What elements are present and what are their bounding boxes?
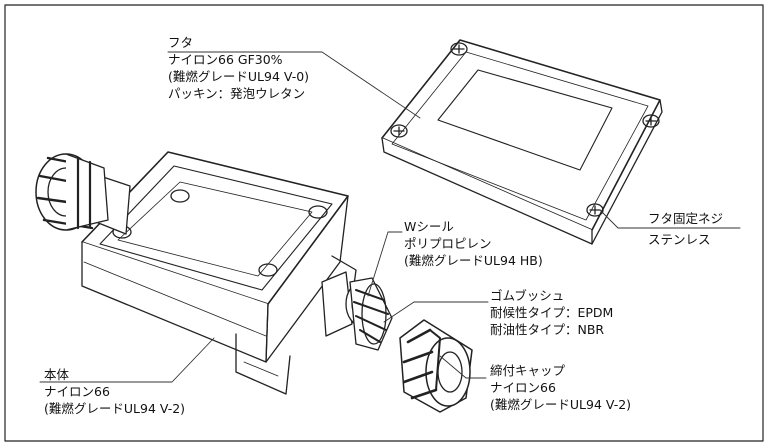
cap-line-1: ナイロン66 <box>490 380 556 395</box>
w-seal-line-2: (難燃グレードUL94 HB) <box>404 253 543 268</box>
rubber-bushing-line-1: 耐候性タイプ：EPDM <box>490 305 614 320</box>
rubber-bushing-title: ゴムブッシュ <box>490 288 565 303</box>
body <box>81 151 357 395</box>
cap-label: 締付キャップ ナイロン66 (難燃グレードUL94 V-2) <box>490 362 631 413</box>
left-cable-gland <box>35 153 131 235</box>
lid-screw-line-1: ステンレス <box>648 232 711 247</box>
rubber-bushing <box>349 277 393 351</box>
lid-label: フタ ナイロン66 GF30% (難燃グレードUL94 V-0) パッキン：発泡… <box>168 34 309 102</box>
w-seal-label: Wシール ポリプロピレン (難燃グレードUL94 HB) <box>404 218 543 269</box>
body-line-2: (難燃グレードUL94 V-2) <box>44 401 186 416</box>
clamp-cap <box>399 319 473 413</box>
body-label: 本体 ナイロン66 (難燃グレードUL94 V-2) <box>44 366 185 417</box>
lid-title: フタ <box>168 35 194 50</box>
lid-screw <box>390 42 660 217</box>
lid-screw-title: フタ固定ネジ <box>648 211 724 226</box>
frame <box>4 4 764 442</box>
cap-title: 締付キャップ <box>490 363 566 378</box>
lid <box>381 39 663 245</box>
right-cable-gland <box>321 271 393 351</box>
rubber-bushing-label: ゴムブッシュ 耐候性タイプ：EPDM 耐油性タイプ：NBR <box>490 287 613 338</box>
lid-line-3: パッキン：発泡ウレタン <box>168 86 306 101</box>
body-line-1: ナイロン66 <box>44 384 110 399</box>
leader-lines <box>39 51 741 383</box>
lid-line-2: (難燃グレードUL94 V-0) <box>168 69 310 84</box>
lid-line-1: ナイロン66 GF30% <box>168 52 283 67</box>
w-seal-line-1: ポリプロピレン <box>404 236 492 251</box>
lid-screw-label: フタ固定ネジ ステンレス <box>648 210 723 248</box>
w-seal-title: Wシール <box>404 219 454 234</box>
cap-line-2: (難燃グレードUL94 V-2) <box>490 397 632 412</box>
rubber-bushing-line-2: 耐油性タイプ：NBR <box>490 322 605 337</box>
body-title: 本体 <box>44 367 70 382</box>
